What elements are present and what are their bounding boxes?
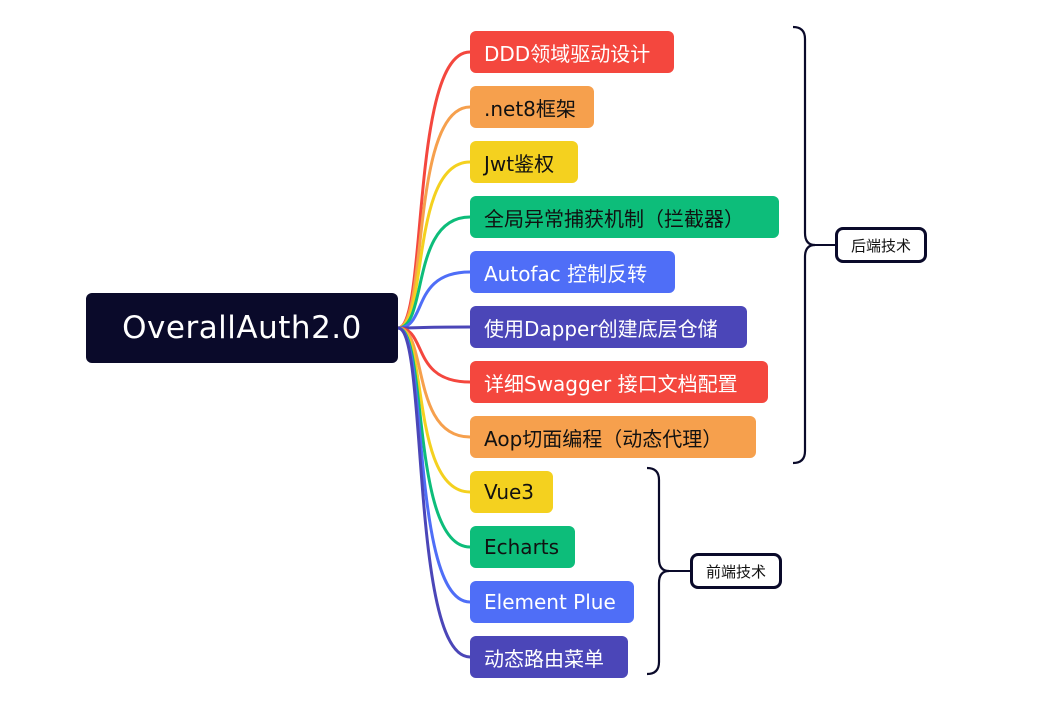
branch-connector <box>397 326 471 549</box>
branch-label: Echarts <box>484 535 560 559</box>
branch-node[interactable]: Jwt鉴权 <box>470 141 578 183</box>
branch-label: 详细Swagger 接口文档配置 <box>484 371 738 396</box>
branch-node[interactable]: DDD领域驱动设计 <box>470 31 674 73</box>
group-bracket <box>646 466 670 676</box>
branch-label: 全局异常捕获机制（拦截器） <box>484 206 744 231</box>
branch-node[interactable]: Vue3 <box>470 471 553 513</box>
branch-label: .net8框架 <box>484 96 576 121</box>
branch-node[interactable]: 使用Dapper创建底层仓储 <box>470 306 747 348</box>
branch-node[interactable]: 全局异常捕获机制（拦截器） <box>470 196 779 238</box>
branch-node[interactable]: Element Plue <box>470 581 634 623</box>
group-bracket <box>792 25 816 465</box>
branch-connector <box>397 326 471 659</box>
group-label-box[interactable]: 后端技术 <box>835 227 927 263</box>
group-label: 前端技术 <box>705 562 766 581</box>
branch-node[interactable]: Echarts <box>470 526 575 568</box>
branch-label: Jwt鉴权 <box>484 151 555 176</box>
branch-label: DDD领域驱动设计 <box>484 41 651 66</box>
root-node[interactable]: OverallAuth2.0 <box>86 293 398 363</box>
branch-node[interactable]: Aop切面编程（动态代理） <box>470 416 756 458</box>
branch-node[interactable]: 动态路由菜单 <box>470 636 628 678</box>
branch-connector <box>397 215 471 330</box>
branch-connector <box>397 270 471 330</box>
branch-label: Aop切面编程（动态代理） <box>484 426 723 451</box>
group-brackets <box>646 25 835 676</box>
branch-label: Element Plue <box>484 590 616 614</box>
group-label-box[interactable]: 前端技术 <box>690 553 782 589</box>
root-label: OverallAuth2.0 <box>122 310 362 346</box>
branch-node[interactable]: 详细Swagger 接口文档配置 <box>470 361 768 403</box>
branch-connectors <box>397 50 471 659</box>
branch-connector <box>397 50 471 330</box>
branch-label: Vue3 <box>484 480 535 504</box>
branch-label: 使用Dapper创建底层仓储 <box>484 316 718 341</box>
branch-connector <box>397 160 471 330</box>
branch-label: Autofac 控制反转 <box>484 261 648 286</box>
group-label: 后端技术 <box>850 236 911 255</box>
branch-label: 动态路由菜单 <box>484 646 604 671</box>
branch-node[interactable]: Autofac 控制反转 <box>470 251 675 293</box>
branch-node[interactable]: .net8框架 <box>470 86 594 128</box>
branch-connector <box>397 325 471 330</box>
